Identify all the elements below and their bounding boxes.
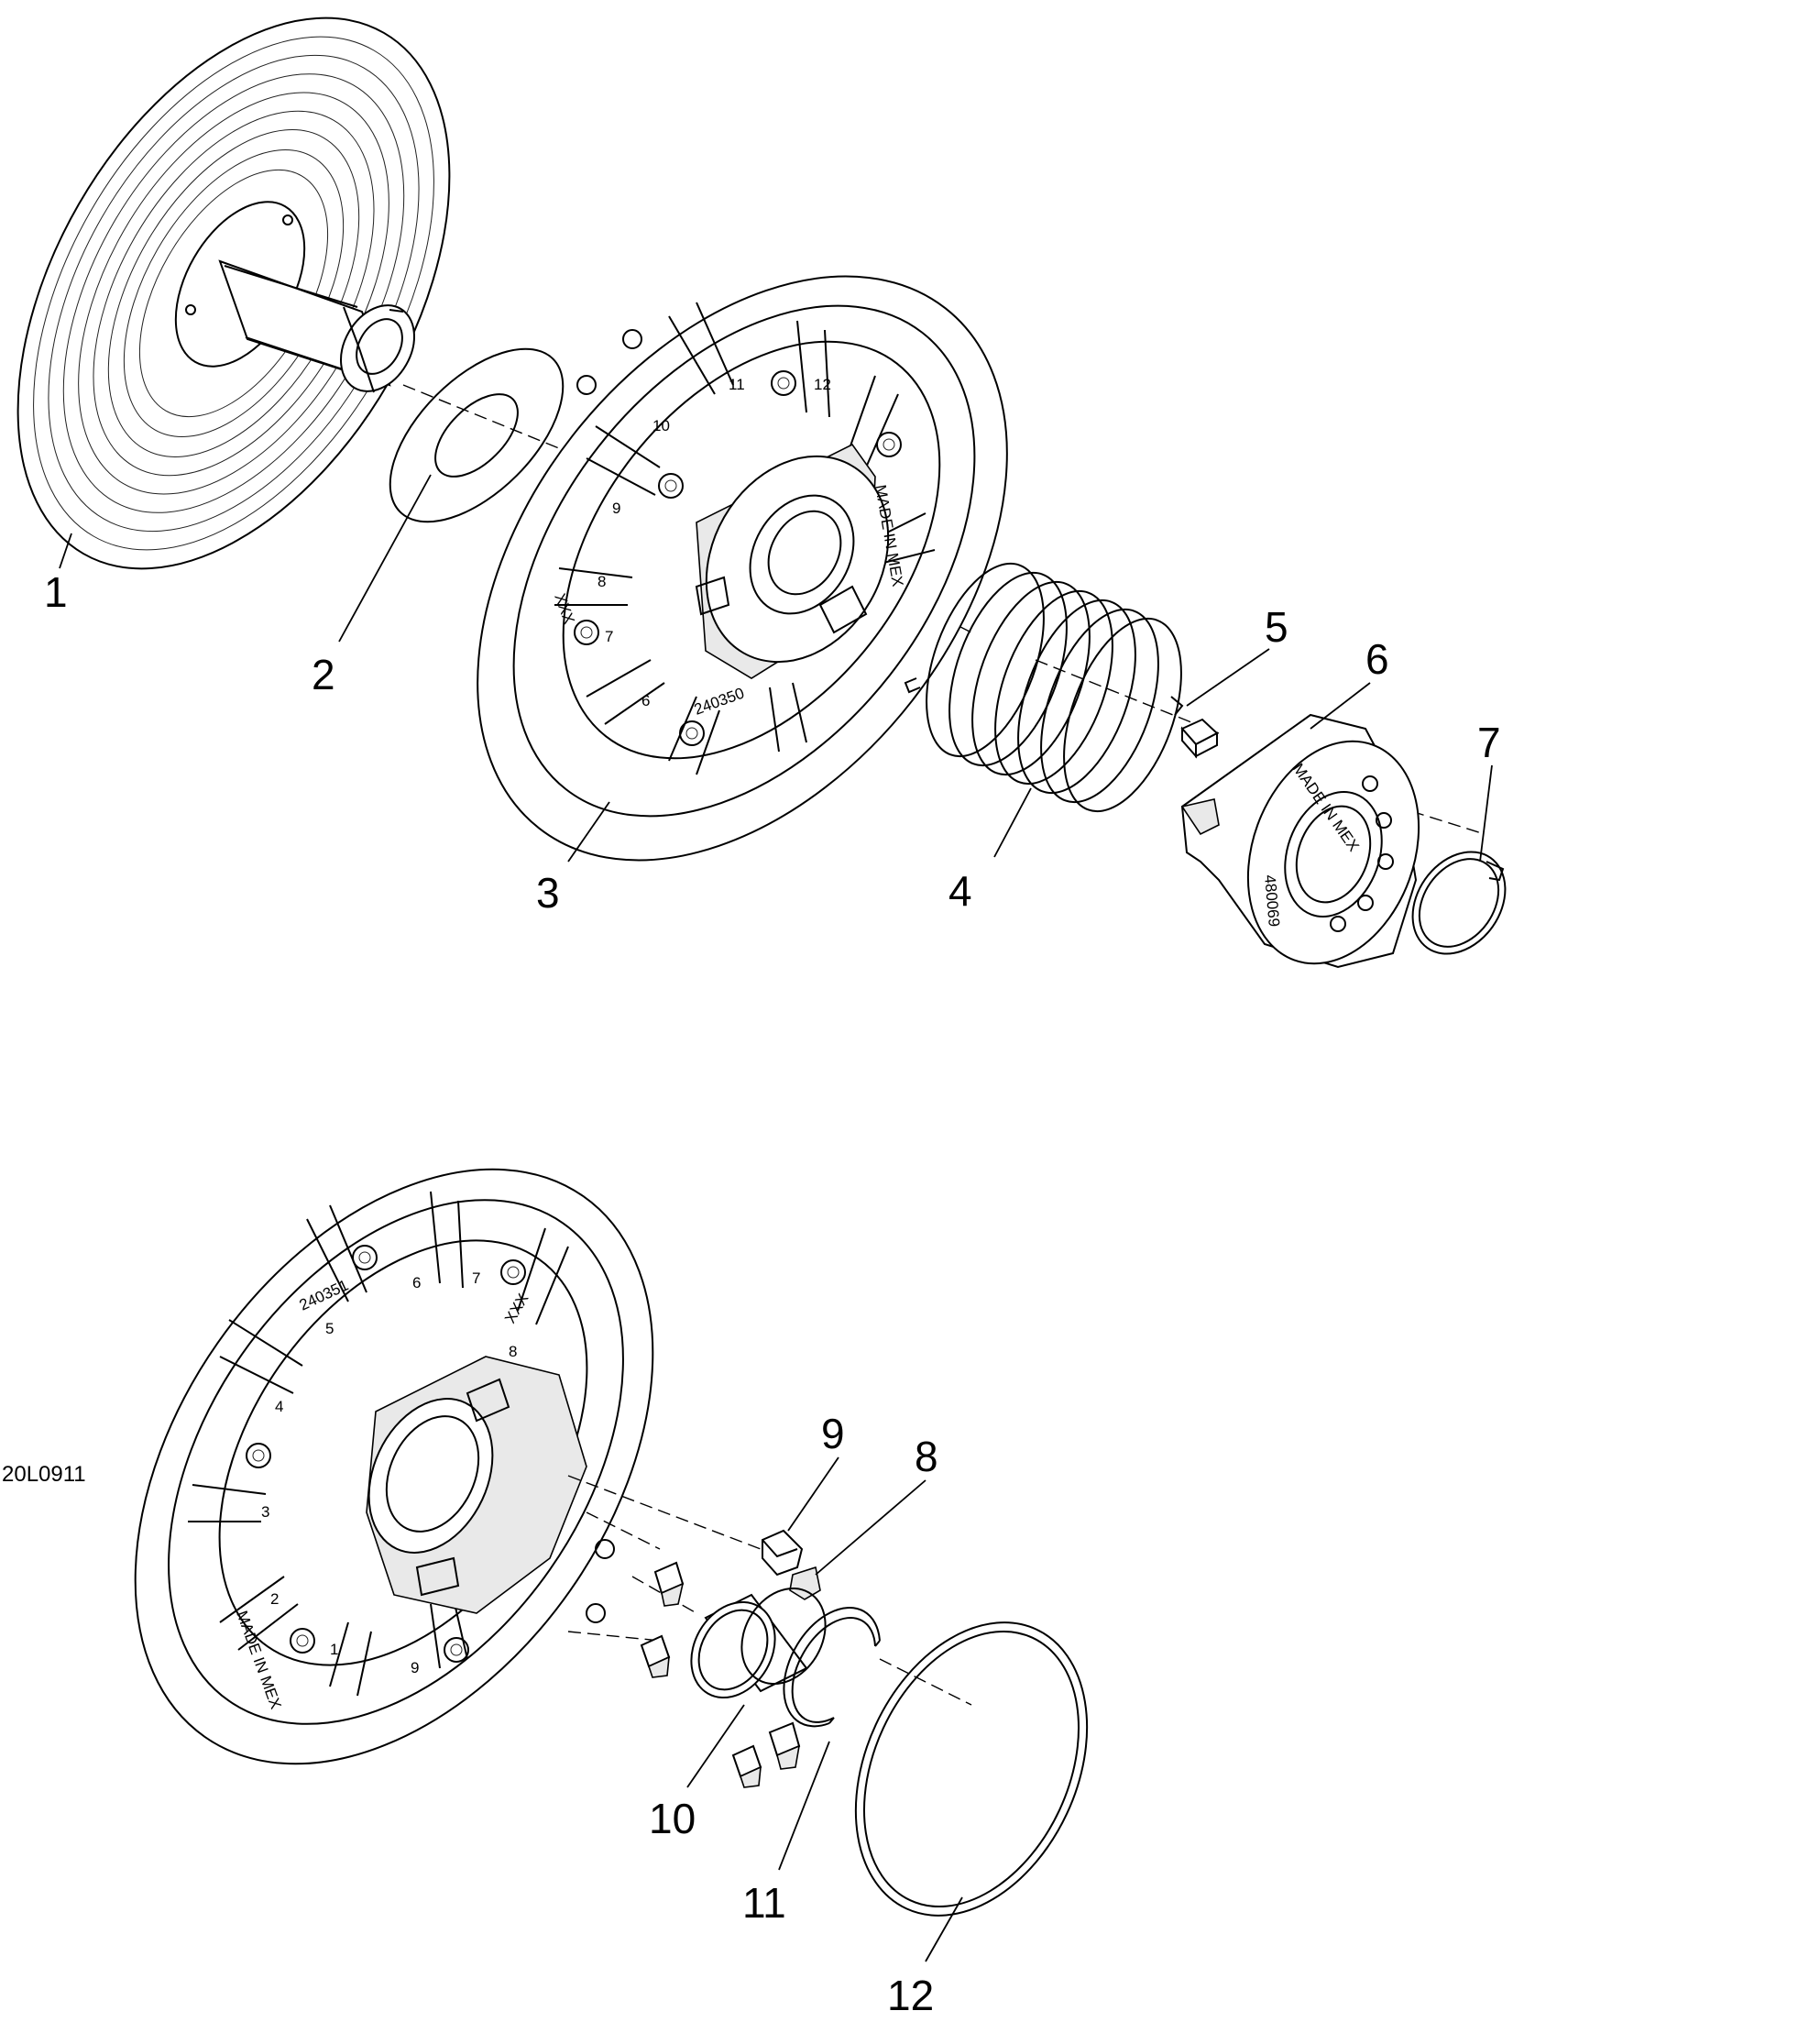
ramp-number-2: 2	[270, 1590, 279, 1608]
axis-line-top	[402, 384, 1486, 835]
callout-12: 12	[887, 1972, 934, 2019]
ramp-number-3: 3	[261, 1503, 269, 1521]
ramp-number-7b: 7	[472, 1269, 480, 1287]
ramp-number-8: 8	[598, 573, 606, 590]
ramp-number-6b: 6	[412, 1274, 421, 1291]
callout-labels: 1 2 3 4 5 6 7 8 9 10 11 12 20L0911	[2, 568, 1501, 2019]
ramp-number-9b: 9	[411, 1659, 419, 1676]
ramp-number-10: 10	[652, 417, 670, 434]
callout-2: 2	[312, 651, 335, 698]
ramp-number-6: 6	[641, 692, 650, 709]
part-12-large-ring	[854, 1621, 1089, 1917]
part-4-spring	[904, 562, 1184, 813]
callout-4: 4	[948, 867, 972, 915]
part-10-bushing	[690, 1587, 827, 1699]
leader-lines	[59, 474, 1493, 1962]
part-7-retaining-ring	[1411, 851, 1507, 955]
cam-part-number: 480069	[1261, 874, 1283, 928]
ramp-number-4: 4	[275, 1398, 283, 1415]
ramp-number-12: 12	[814, 376, 831, 393]
callout-6: 6	[1365, 635, 1389, 683]
part-6-cam: MADE IN MEX 480069	[1180, 713, 1420, 969]
ramp-number-1: 1	[330, 1641, 338, 1658]
part-8-shoe	[789, 1566, 821, 1600]
part-9-slider	[762, 1529, 804, 1577]
axis-lines-bottom	[567, 1475, 972, 1706]
part-1-fixed-sheave	[16, 16, 451, 570]
part-5-slider-block	[1180, 718, 1219, 759]
ramp-number-7: 7	[605, 628, 613, 645]
callout-10: 10	[649, 1795, 696, 1842]
callout-11: 11	[742, 1879, 786, 1927]
ramp-number-5: 5	[325, 1320, 334, 1337]
part-11-snap-ring	[783, 1607, 881, 1728]
part-2-washer	[389, 347, 565, 523]
ramp-number-11: 11	[729, 376, 745, 393]
callout-9: 9	[821, 1410, 845, 1457]
callout-7: 7	[1477, 719, 1501, 766]
part-bottom-sheave: 240351 XXX MADE IN MEX 1 2 3 4 5 6 7 8 9	[134, 1168, 654, 1765]
callout-8: 8	[915, 1433, 938, 1480]
ramp-number-9: 9	[612, 500, 620, 517]
drawing-reference-code: 20L0911	[2, 1462, 86, 1487]
callout-5: 5	[1265, 603, 1288, 651]
ramp-number-8b: 8	[509, 1343, 517, 1360]
callout-1: 1	[44, 568, 68, 616]
callout-3: 3	[536, 869, 560, 917]
slider-copies	[640, 1561, 801, 1788]
part-3-sliding-sheave: 240350 XXX MADE IN MEX 11 12 10 9 8 7 6	[477, 275, 1008, 862]
